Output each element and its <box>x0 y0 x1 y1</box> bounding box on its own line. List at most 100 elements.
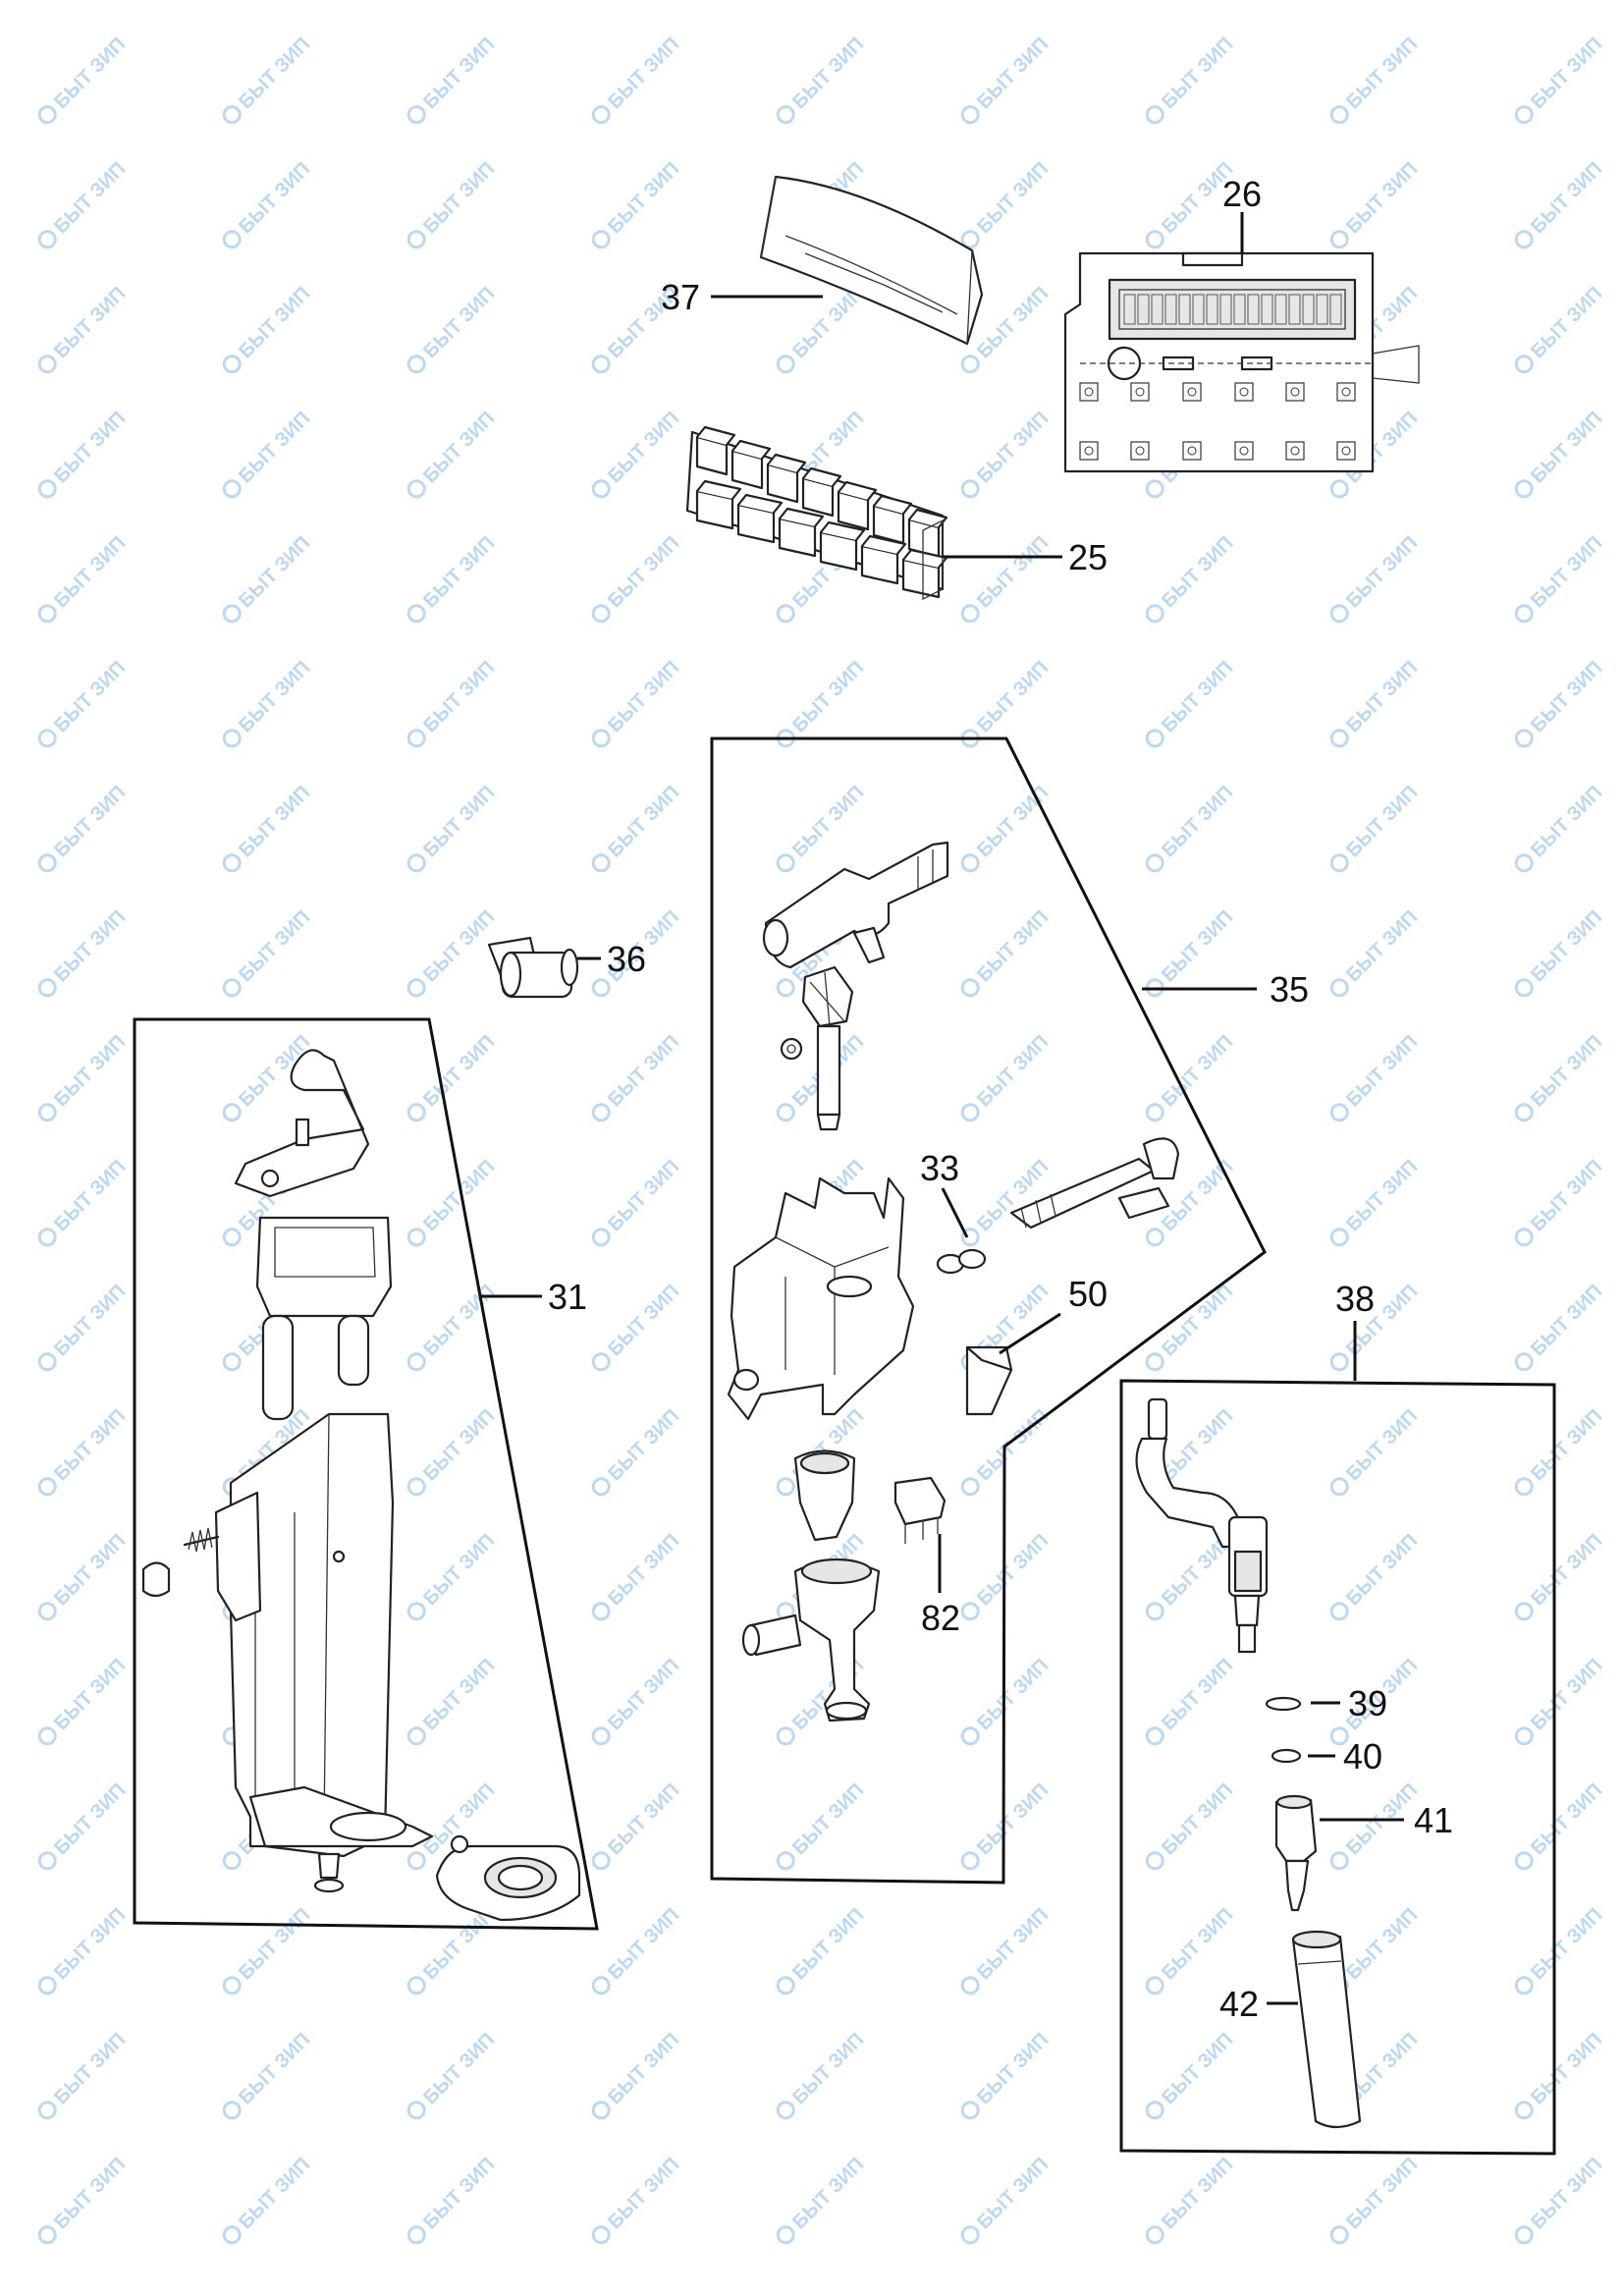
watermark-text: БЫТ ЗИП <box>1158 1655 1237 1734</box>
watermark-text: БЫТ ЗИП <box>419 2029 499 2108</box>
group-31-frame <box>133 1017 599 1931</box>
watermark-stamp: БЫТ ЗИП <box>960 158 1053 249</box>
watermark-text: БЫТ ЗИП <box>235 2154 314 2233</box>
watermark-text: БЫТ ЗИП <box>50 532 130 612</box>
watermark-text: БЫТ ЗИП <box>1527 657 1606 737</box>
watermark-stamp: БЫТ ЗИП <box>1514 1281 1606 1372</box>
watermark-text: БЫТ ЗИП <box>50 782 130 861</box>
watermark-text: БЫТ ЗИП <box>604 532 683 612</box>
watermark-stamp: БЫТ ЗИП <box>406 1904 499 1995</box>
watermark-text: БЫТ ЗИП <box>1158 2154 1237 2233</box>
watermark-text: БЫТ ЗИП <box>50 906 130 986</box>
watermark-stamp: БЫТ ЗИП <box>1514 906 1606 998</box>
watermark-text: БЫТ ЗИП <box>604 1405 683 1485</box>
pcb-button <box>1079 441 1099 461</box>
pcb-button <box>1182 382 1202 402</box>
watermark-text: БЫТ ЗИП <box>1342 1031 1422 1111</box>
watermark-stamp: БЫТ ЗИП <box>406 283 499 374</box>
watermark-stamp: БЫТ ЗИП <box>1329 1530 1422 1621</box>
watermark-text: БЫТ ЗИП <box>419 782 499 861</box>
watermark-stamp: БЫТ ЗИП <box>1329 158 1422 249</box>
watermark-text: БЫТ ЗИП <box>973 782 1053 861</box>
pcb-button <box>1182 441 1202 461</box>
strip-key <box>801 476 835 518</box>
watermark-text: БЫТ ЗИП <box>50 2154 130 2233</box>
group-38-frame <box>1119 1379 1556 2156</box>
strip-key-top <box>695 479 742 501</box>
lcd-cell <box>1316 294 1328 325</box>
watermark-text: БЫТ ЗИП <box>604 1530 683 1610</box>
watermark-text: БЫТ ЗИП <box>1342 1530 1422 1610</box>
watermark-text: БЫТ ЗИП <box>788 657 868 737</box>
watermark-stamp: БЫТ ЗИП <box>1329 782 1422 873</box>
watermark-stamp: БЫТ ЗИП <box>37 2029 130 2120</box>
callout-36: 36 <box>607 939 646 979</box>
watermark-stamp: БЫТ ЗИП <box>1145 532 1237 624</box>
watermark-stamp: БЫТ ЗИП <box>1145 2029 1237 2120</box>
strip-key-top <box>819 520 866 542</box>
watermark-stamp: БЫТ ЗИП <box>591 657 683 748</box>
watermark-stamp: БЫТ ЗИП <box>406 657 499 748</box>
watermark-stamp: БЫТ ЗИП <box>222 33 314 125</box>
watermark-stamp: БЫТ ЗИП <box>591 1405 683 1497</box>
watermark-text: БЫТ ЗИП <box>1527 1281 1606 1360</box>
watermark-text: БЫТ ЗИП <box>419 283 499 362</box>
pcb-button-dot <box>1239 446 1249 456</box>
watermark-text: БЫТ ЗИП <box>788 2154 868 2233</box>
watermark-text: БЫТ ЗИП <box>973 1779 1053 1859</box>
callout-35: 35 <box>1270 969 1309 1010</box>
watermark-stamp: БЫТ ЗИП <box>222 158 314 249</box>
watermark-text: БЫТ ЗИП <box>1342 532 1422 612</box>
watermark-text: БЫТ ЗИП <box>1527 1405 1606 1485</box>
watermark-stamp: БЫТ ЗИП <box>1329 33 1422 125</box>
callout-41: 41 <box>1414 1800 1453 1840</box>
watermark-text: БЫТ ЗИП <box>419 657 499 737</box>
watermark-text: БЫТ ЗИП <box>973 1031 1053 1111</box>
watermark-text: БЫТ ЗИП <box>50 283 130 362</box>
watermark-stamp: БЫТ ЗИП <box>960 408 1053 499</box>
watermark-stamp: БЫТ ЗИП <box>960 33 1053 125</box>
watermark-text: БЫТ ЗИП <box>788 2029 868 2108</box>
watermark-text: БЫТ ЗИП <box>1527 158 1606 238</box>
watermark-stamp: БЫТ ЗИП <box>960 2154 1053 2245</box>
watermark-stamp: БЫТ ЗИП <box>1514 408 1606 499</box>
watermark-text: БЫТ ЗИП <box>235 283 314 362</box>
group-38-parts <box>1135 1397 1362 2129</box>
watermark-stamp: БЫТ ЗИП <box>222 408 314 499</box>
watermark-stamp: БЫТ ЗИП <box>406 2154 499 2245</box>
pcb-button <box>1130 441 1150 461</box>
watermark-stamp: БЫТ ЗИП <box>1514 532 1606 624</box>
watermark-stamp: БЫТ ЗИП <box>1514 2154 1606 2245</box>
watermark-stamp: БЫТ ЗИП <box>1514 283 1606 374</box>
watermark-text: БЫТ ЗИП <box>419 906 499 986</box>
watermark-stamp: БЫТ ЗИП <box>1145 1281 1237 1372</box>
watermark-text: БЫТ ЗИП <box>1527 1156 1606 1235</box>
watermark-text: БЫТ ЗИП <box>604 1031 683 1111</box>
watermark-text: БЫТ ЗИП <box>1527 1779 1606 1859</box>
watermark-stamp: БЫТ ЗИП <box>1514 782 1606 873</box>
watermark-stamp: БЫТ ЗИП <box>222 906 314 998</box>
watermark-stamp: БЫТ ЗИП <box>776 2154 868 2245</box>
strip-key-top <box>860 534 907 556</box>
watermark-text: БЫТ ЗИП <box>419 408 499 487</box>
watermark-text: БЫТ ЗИП <box>235 158 314 238</box>
watermark-text: БЫТ ЗИП <box>419 1031 499 1111</box>
callout-37: 37 <box>661 277 700 317</box>
watermark-stamp: БЫТ ЗИП <box>591 1281 683 1372</box>
callout-31: 31 <box>548 1277 587 1317</box>
watermark-text: БЫТ ЗИП <box>973 2029 1053 2108</box>
pcb-button-dot <box>1341 446 1351 456</box>
watermark-text: БЫТ ЗИП <box>419 2154 499 2233</box>
watermark-text: БЫТ ЗИП <box>1342 2154 1422 2233</box>
watermark-text: БЫТ ЗИП <box>604 33 683 113</box>
watermark-text: БЫТ ЗИП <box>50 2029 130 2108</box>
watermark-stamp: БЫТ ЗИП <box>406 906 499 998</box>
pcb-button <box>1079 382 1099 402</box>
watermark-stamp: БЫТ ЗИП <box>37 1779 130 1871</box>
watermark-text: БЫТ ЗИП <box>419 1281 499 1360</box>
watermark-text: БЫТ ЗИП <box>1342 782 1422 861</box>
part-25-button-strip <box>685 425 948 601</box>
watermark-stamp: БЫТ ЗИП <box>222 657 314 748</box>
watermark-text: БЫТ ЗИП <box>50 33 130 113</box>
watermark-stamp: БЫТ ЗИП <box>406 2029 499 2120</box>
